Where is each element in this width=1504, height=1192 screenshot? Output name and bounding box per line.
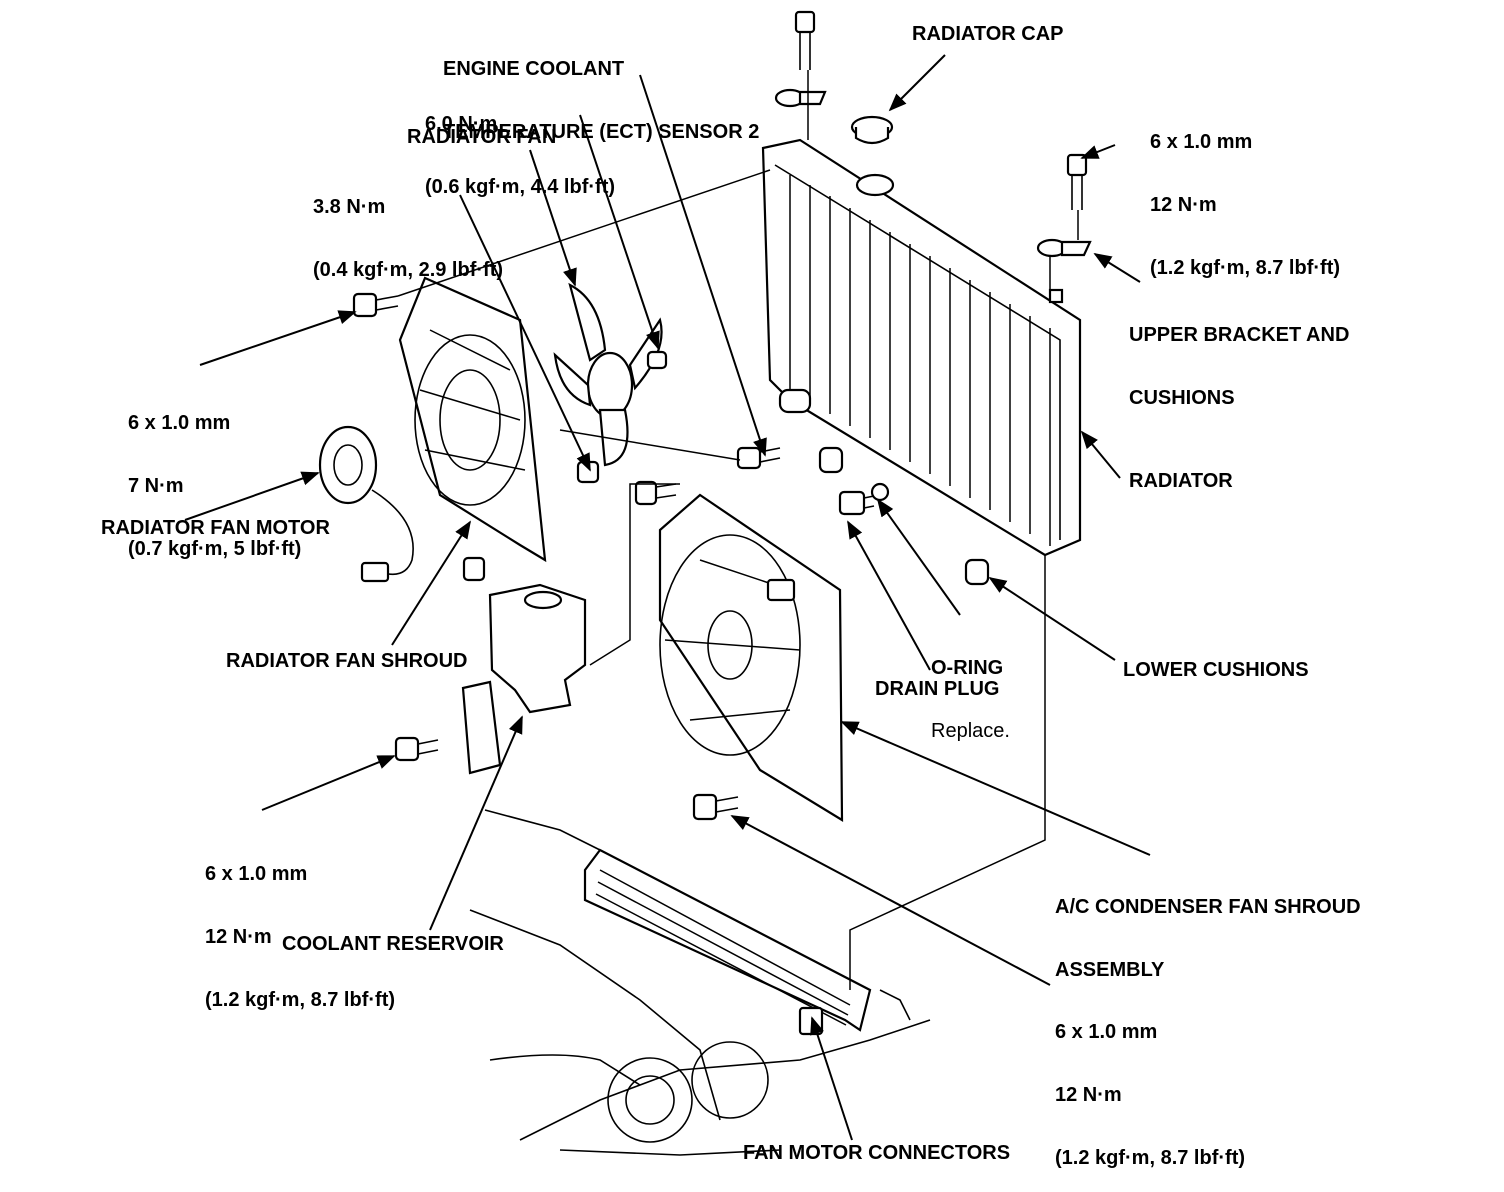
radiator-fan-shroud-drawing <box>398 276 547 563</box>
o-ring-line1: O-RING <box>931 657 1004 679</box>
fan-motor-connectors-label: FAN MOTOR CONNECTORS <box>743 1142 1011 1164</box>
radiator-fan-motor-drawing <box>318 425 414 583</box>
fan-torque-line2: (0.4 kgf·m, 2.9 lbf·ft) <box>313 259 504 281</box>
fan-torque-label: 3.8 N·m (0.4 kgf·m, 2.9 lbf·ft) <box>313 155 503 302</box>
leader-arrows <box>184 54 1151 1141</box>
upper-bracket-drawing <box>1036 153 1092 258</box>
upper-bracket-line1: UPPER BRACKET AND <box>1129 324 1350 346</box>
reservoir-bolt-spec-line2: 12 N·m <box>205 926 272 948</box>
lower-bolt-spec-line2: 12 N·m <box>1055 1084 1122 1106</box>
radiator-fan-label: RADIATOR FAN <box>407 126 557 148</box>
radiator-fan-shroud-label: RADIATOR FAN SHROUD <box>226 650 468 672</box>
reservoir-bolt-spec-line3: (1.2 kgf·m, 8.7 lbf·ft) <box>205 989 396 1011</box>
ect-torque-label: 6.0 N·m (0.6 kgf·m, 4.4 lbf·ft) <box>425 72 615 219</box>
upper-bolt-spec-line1: 6 x 1.0 mm <box>1150 131 1253 153</box>
lower-bolt-spec-line1: 6 x 1.0 mm <box>1055 1021 1158 1043</box>
ect-sensor-label: ENGINE COOLANT TEMPERATURE (ECT) SENSOR … <box>443 17 759 164</box>
radiator-cap-label: RADIATOR CAP <box>912 23 1064 45</box>
upper-bolt-spec-label: 6 x 1.0 mm 12 N·m (1.2 kgf·m, 8.7 lbf·ft… <box>1150 90 1340 300</box>
ac-condenser-shroud-line1: A/C CONDENSER FAN SHROUD <box>1055 896 1361 918</box>
radiator-fan-drawing <box>553 282 668 467</box>
radiator-fan-motor-label: RADIATOR FAN MOTOR <box>101 517 330 539</box>
radiator-drawing <box>761 138 1082 557</box>
left-bolt-spec-line3: (0.7 kgf·m, 5 lbf·ft) <box>128 538 302 560</box>
ect-sensor-label-line2: TEMPERATURE (ECT) SENSOR 2 <box>443 121 760 143</box>
left-bolt-spec-line1: 6 x 1.0 mm <box>128 412 231 434</box>
engine-bay-drawing <box>469 809 931 1156</box>
ac-condenser-fan-shroud-drawing <box>658 493 844 822</box>
ect-torque-line1: 6.0 N·m <box>425 113 498 135</box>
top-bolt-drawing <box>774 10 827 108</box>
upper-bolt-spec-line2: 12 N·m <box>1150 194 1217 216</box>
reservoir-bolt-spec-label: 6 x 1.0 mm 12 N·m (1.2 kgf·m, 8.7 lbf·ft… <box>205 822 395 1032</box>
radiator-label: RADIATOR <box>1129 470 1233 492</box>
guide-lines <box>397 70 1079 990</box>
upper-bracket-label: UPPER BRACKET AND CUSHIONS <box>1129 283 1349 430</box>
lower-bolt-spec-label: 6 x 1.0 mm 12 N·m (1.2 kgf·m, 8.7 lbf·ft… <box>1055 980 1245 1190</box>
fan-torque-line1: 3.8 N·m <box>313 196 386 218</box>
left-bolt-spec-line2: 7 N·m <box>128 475 184 497</box>
o-ring-note: Replace. <box>931 720 1010 742</box>
lower-bolt-spec-line3: (1.2 kgf·m, 8.7 lbf·ft) <box>1055 1147 1246 1169</box>
upper-bolt-spec-line3: (1.2 kgf·m, 8.7 lbf·ft) <box>1150 257 1341 279</box>
coolant-reservoir-drawing <box>461 583 587 775</box>
upper-bracket-line2: CUSHIONS <box>1129 387 1235 409</box>
reservoir-bolt-spec-line1: 6 x 1.0 mm <box>205 863 308 885</box>
ac-condenser-shroud-label: A/C CONDENSER FAN SHROUD ASSEMBLY <box>1055 855 1361 1002</box>
left-bolt-spec-label: 6 x 1.0 mm 7 N·m (0.7 kgf·m, 5 lbf·ft) <box>128 371 301 581</box>
lower-cushions-label: LOWER CUSHIONS <box>1123 659 1309 681</box>
o-ring-label: O-RING Replace. <box>931 616 1010 763</box>
coolant-reservoir-label: COOLANT RESERVOIR <box>282 933 504 955</box>
ect-sensor-label-line1: ENGINE COOLANT <box>443 58 625 80</box>
ect-torque-line2: (0.6 kgf·m, 4.4 lbf·ft) <box>425 176 616 198</box>
radiator-cap-drawing <box>850 115 894 145</box>
drain-plug-label: DRAIN PLUG <box>875 678 1000 700</box>
ac-condenser-shroud-line2: ASSEMBLY <box>1055 959 1165 981</box>
